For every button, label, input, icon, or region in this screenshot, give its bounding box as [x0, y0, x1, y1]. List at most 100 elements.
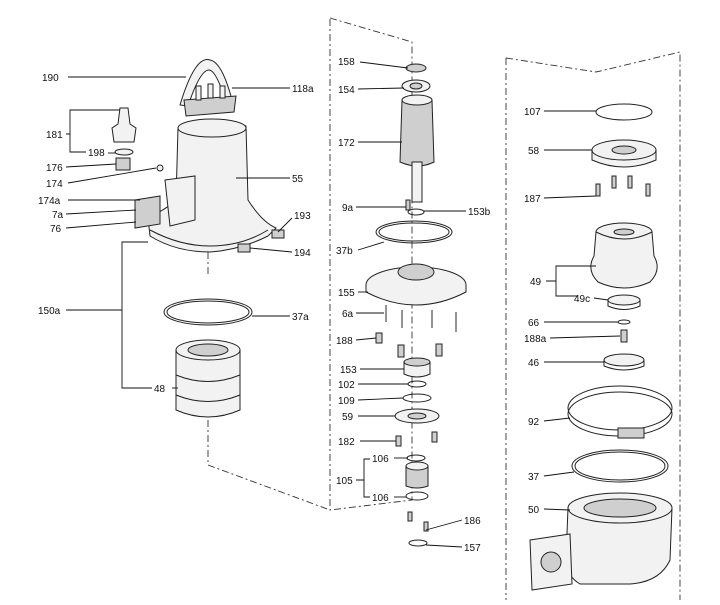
leader	[69, 134, 86, 153]
label-153: 153	[340, 365, 357, 376]
ring-46	[603, 353, 645, 367]
leader	[555, 281, 578, 297]
plug-194	[237, 243, 251, 253]
label-7a: 7a	[52, 210, 64, 221]
stator-ridge	[175, 394, 241, 402]
ring-102	[407, 380, 427, 388]
right-assembly-boundary	[505, 51, 681, 600]
mechanical-seal-105-top	[405, 461, 429, 471]
nut-158	[405, 63, 427, 73]
leader	[543, 471, 575, 477]
screw-182	[395, 435, 402, 447]
wear-plate-58-bore	[611, 145, 637, 155]
label-106-lower: 106	[372, 493, 389, 504]
label-194: 194	[294, 248, 311, 259]
impeller-49	[590, 231, 658, 289]
clamp-band-92-lock	[617, 427, 645, 439]
o-ring-37a	[163, 298, 253, 326]
label-48: 48	[154, 384, 166, 395]
leader	[355, 337, 377, 341]
label-190: 190	[42, 73, 59, 84]
mechanical-seal-105	[405, 465, 429, 489]
ring-153b	[407, 208, 425, 216]
label-198: 198	[88, 148, 105, 159]
label-9a: 9a	[342, 203, 354, 214]
leader	[357, 87, 405, 90]
label-37a: 37a	[292, 312, 309, 323]
leader	[363, 480, 370, 498]
pump-casing-50-bore	[583, 498, 657, 518]
discharge-port	[540, 551, 562, 573]
label-172: 172	[338, 138, 355, 149]
screw	[435, 343, 443, 357]
leader	[66, 109, 120, 135]
seal-housing-59-bore	[407, 412, 427, 420]
label-150a: 150a	[38, 306, 61, 317]
label-37b: 37b	[336, 246, 353, 257]
label-102: 102	[338, 380, 355, 391]
wear-ring-49c-side	[607, 300, 641, 310]
label-193: 193	[294, 211, 311, 222]
ring-109	[402, 393, 432, 403]
terminal-block-118a	[183, 95, 237, 117]
leader	[66, 241, 148, 311]
rotor-shaft	[411, 161, 423, 203]
label-153b: 153b	[468, 207, 491, 218]
leader	[65, 163, 117, 168]
label-46: 46	[528, 358, 540, 369]
leader	[357, 241, 385, 251]
label-107: 107	[524, 107, 541, 118]
stator-ridge	[175, 374, 241, 382]
ring-106-lower	[405, 491, 429, 501]
label-59: 59	[342, 412, 354, 423]
screw-174	[156, 164, 164, 172]
terminal-pin	[219, 85, 226, 99]
screw-188a	[620, 329, 628, 343]
screw	[431, 431, 438, 443]
nut-176	[115, 157, 131, 171]
leader	[249, 247, 293, 253]
label-118a: 118a	[292, 84, 314, 95]
key-9a	[405, 199, 411, 211]
plug-193	[271, 229, 285, 239]
housing-flange-edge	[149, 229, 269, 247]
label-187: 187	[524, 194, 541, 205]
washer-66	[617, 319, 631, 325]
screw-187	[595, 183, 601, 197]
bearing-154-bore	[409, 82, 423, 90]
bearing-housing-boss	[397, 263, 435, 281]
impeller-hub	[613, 228, 635, 236]
cable-gland-181	[111, 107, 137, 143]
leader	[65, 221, 137, 229]
ring-46-side	[603, 360, 645, 371]
leader	[425, 544, 463, 548]
leader	[67, 167, 157, 184]
label-174a: 174a	[38, 196, 61, 207]
label-105: 105	[336, 476, 353, 487]
leader	[277, 217, 293, 233]
label-37: 37	[528, 472, 540, 483]
label-188a: 188a	[524, 334, 547, 345]
label-174: 174	[46, 179, 63, 190]
label-55: 55	[292, 174, 304, 185]
wear-ring-49c	[607, 294, 641, 306]
label-157: 157	[464, 543, 481, 554]
label-76: 76	[50, 224, 62, 235]
rotor-top-face	[401, 94, 433, 106]
label-58: 58	[528, 146, 540, 157]
ring-106-upper	[406, 454, 426, 462]
inlet-boss	[164, 175, 196, 227]
rotor-172	[399, 99, 435, 167]
label-109: 109	[338, 396, 355, 407]
screw	[397, 344, 405, 358]
label-49: 49	[530, 277, 542, 288]
clamp-band-92	[567, 385, 673, 431]
terminal-pin	[195, 85, 202, 101]
label-106-upper: 106	[372, 454, 389, 465]
leader	[121, 310, 152, 389]
leader	[356, 458, 370, 481]
screw	[611, 175, 617, 189]
label-50: 50	[528, 505, 540, 516]
